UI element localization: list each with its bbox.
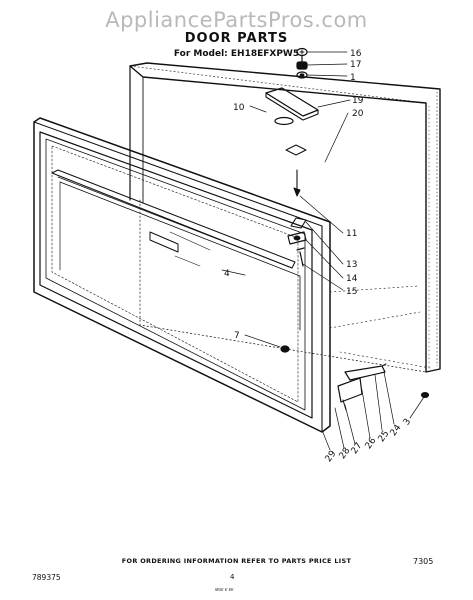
- page-number: 4: [230, 573, 235, 581]
- alignment-dashes: [329, 285, 431, 369]
- model-line: For Model: EH18EFXPW5: [173, 49, 300, 59]
- hinge-fastener-stack: [296, 47, 308, 79]
- callout-15: 15: [346, 287, 357, 297]
- document-number: 789375: [32, 573, 61, 582]
- callout-17: 17: [350, 60, 361, 70]
- callout-labels: 16 17 1 19 20 10 11 13 14 15 4 7 3 24 25…: [224, 49, 413, 464]
- ordering-note: FOR ORDERING INFORMATION REFER TO PARTS …: [121, 557, 352, 565]
- door-liner: [39, 131, 313, 419]
- callout-10: 10: [233, 103, 245, 113]
- door-shelf-rail: [51, 169, 301, 331]
- figure-code: 7305: [413, 557, 434, 566]
- callout-27: 27: [350, 441, 365, 456]
- hinge-pin: [293, 169, 301, 197]
- leader-lines: [221, 51, 425, 451]
- callout-1: 1: [350, 73, 356, 83]
- callout-4: 4: [224, 269, 230, 279]
- callout-19: 19: [352, 96, 364, 106]
- callout-16: 16: [350, 49, 362, 59]
- callout-20: 20: [352, 109, 364, 119]
- outer-door-panel: [33, 117, 331, 433]
- scan-mark: ᴍᴜᴇ ᴇ ᴇᴋ: [215, 587, 234, 593]
- callout-13: 13: [346, 260, 357, 270]
- door-gasket-frame: [129, 62, 441, 373]
- callout-29: 29: [324, 449, 339, 464]
- diagram-title: DOOR PARTS: [184, 31, 289, 46]
- watermark: AppliancePartsPros.com: [105, 8, 368, 32]
- callout-24: 24: [389, 423, 404, 438]
- callout-7: 7: [234, 331, 240, 341]
- callout-11: 11: [346, 229, 357, 239]
- door-handle-assembly: [337, 363, 430, 411]
- hinge-bracket: [265, 87, 319, 156]
- door-screw: [280, 345, 290, 353]
- callout-3: 3: [402, 417, 413, 427]
- callout-14: 14: [346, 274, 358, 284]
